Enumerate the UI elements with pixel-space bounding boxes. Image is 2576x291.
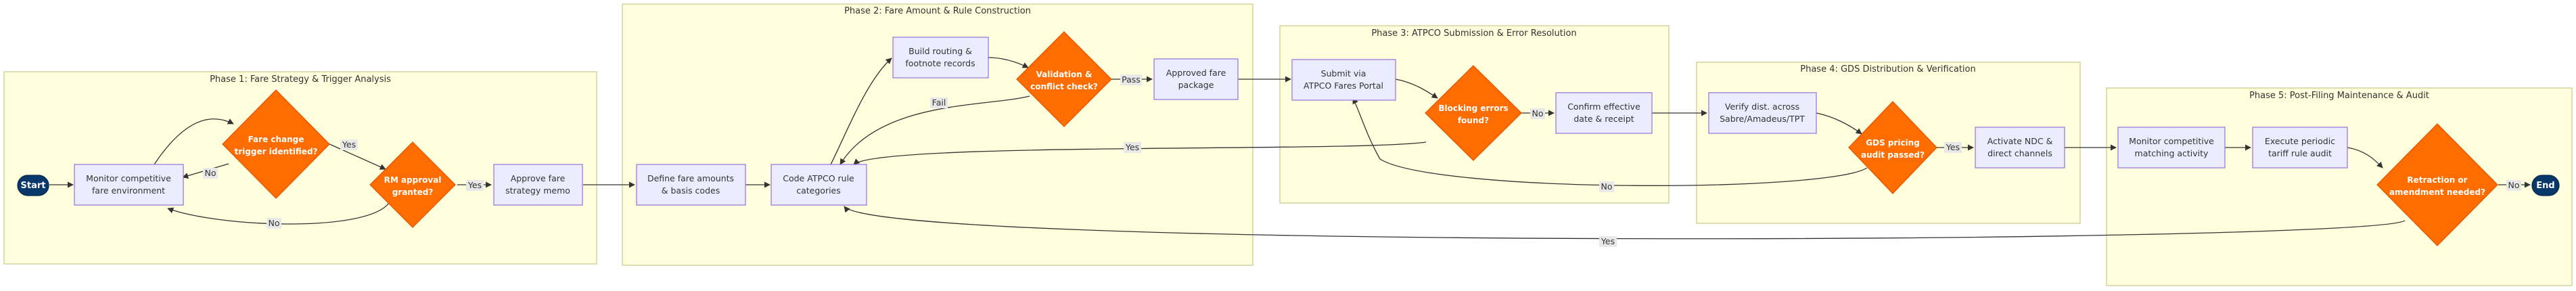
label-blocking-yes: Yes — [1125, 142, 1139, 152]
edge-retraction-yes — [844, 206, 2406, 240]
node-text-line: Approved fare — [1166, 68, 1226, 78]
node-text-line: Code ATPCO rule — [783, 173, 854, 183]
node-blocking-errors-decision[interactable]: Blocking errors found? — [1425, 65, 1522, 161]
node-text-line: Verify dist. across — [1725, 102, 1799, 112]
edge-monitor-to-farechange — [154, 118, 234, 165]
edge-blocking-yes — [853, 141, 1427, 165]
edge-labels: Yes No Yes No Pass Fail No Yes Yes No No… — [203, 74, 2521, 247]
node-text-line: Validation & — [1036, 70, 1092, 79]
node-text-line: granted? — [392, 187, 434, 197]
label-retraction-yes: Yes — [1601, 236, 1615, 246]
node-approved-fare-package[interactable]: Approved fare package — [1153, 58, 1239, 100]
node-code-atpco-rules[interactable]: Code ATPCO rule categories — [770, 164, 867, 206]
node-define-fare-amounts[interactable]: Define fare amounts & basis codes — [636, 164, 746, 206]
node-text-line: Submit via — [1321, 68, 1366, 79]
node-text-line: Fare change — [248, 135, 304, 144]
node-activate-ndc[interactable]: Activate NDC & direct channels — [1975, 127, 2065, 169]
node-text-line: & basis codes — [662, 185, 720, 196]
phase-2-title: Phase 2: Fare Amount & Rule Construction — [844, 6, 1031, 16]
edge-gds-no — [1352, 97, 1868, 186]
node-text-line: tariff rule audit — [2268, 148, 2332, 158]
label-validation-pass: Pass — [1122, 74, 1141, 85]
node-monitor-fare-environment[interactable]: Monitor competitive fare environment — [74, 164, 184, 206]
phase-4-title: Phase 4: GDS Distribution & Verification — [1800, 64, 1976, 74]
node-text-line: Approve fare — [511, 173, 566, 183]
node-validation-decision[interactable]: Validation & conflict check? — [1016, 31, 1112, 127]
edge-farechange-yes — [327, 143, 386, 170]
edge-audit-to-retraction — [2347, 147, 2383, 169]
node-text-line: Activate NDC & — [1987, 136, 2053, 146]
label-rm-no: No — [269, 218, 280, 228]
node-monitor-competitive-matching[interactable]: Monitor competitive matching activity — [2117, 127, 2226, 169]
node-retraction-decision[interactable]: Retraction or amendment needed? — [2376, 123, 2498, 246]
label-blocking-no: No — [1532, 108, 1544, 118]
node-text-line: Blocking errors — [1438, 104, 1508, 113]
node-build-routing-records[interactable]: Build routing & footnote records — [892, 37, 989, 79]
node-approve-strategy-memo[interactable]: Approve fare strategy memo — [493, 164, 583, 206]
node-text-line: footnote records — [905, 58, 975, 68]
node-text-line: found? — [1458, 116, 1489, 125]
node-text-line: categories — [796, 185, 841, 196]
phase-3-title: Phase 3: ATPCO Submission & Error Resolu… — [1371, 28, 1576, 39]
node-text-line: package — [1178, 80, 1214, 90]
node-text-line: audit passed? — [1861, 150, 1925, 160]
node-text-line: matching activity — [2135, 148, 2209, 158]
phase-1-title: Phase 1: Fare Strategy & Trigger Analysi… — [210, 74, 391, 85]
edge-routing-to-validation — [987, 57, 1029, 68]
node-text-line: Retraction or — [2407, 175, 2467, 185]
node-text-line: Define fare amounts — [647, 173, 734, 183]
node-verify-distribution[interactable]: Verify dist. across Sabre/Amadeus/TPT — [1708, 92, 1817, 134]
end-label: End — [2536, 181, 2554, 191]
node-text-line: RM approval — [384, 175, 442, 185]
label-gds-yes: Yes — [1946, 142, 1960, 152]
edge-validation-fail — [840, 95, 1030, 165]
label-rm-yes: Yes — [467, 180, 482, 190]
node-fare-change-decision[interactable]: Fare change trigger identified? — [222, 89, 330, 199]
label-gds-no: No — [1601, 181, 1613, 192]
node-confirm-effective-date[interactable]: Confirm effective date & receipt — [1555, 92, 1653, 134]
label-farechange-no: No — [205, 168, 216, 178]
node-text-line: fare environment — [92, 185, 165, 196]
node-text-line: Monitor competitive — [86, 173, 171, 183]
node-end[interactable]: End — [2531, 175, 2560, 196]
start-label: Start — [21, 181, 46, 191]
node-text-line: GDS pricing — [1866, 138, 1920, 148]
node-text-line: direct channels — [1987, 148, 2052, 158]
node-text-line: conflict check? — [1030, 82, 1098, 91]
label-farechange-yes: Yes — [342, 139, 356, 150]
node-text-line: amendment needed? — [2389, 187, 2485, 197]
node-rm-approval-decision[interactable]: RM approval granted? — [369, 141, 456, 228]
edge-verify-to-gds — [1816, 112, 1862, 135]
edge-code-to-routing — [830, 58, 892, 165]
node-text-line: date & receipt — [1573, 114, 1634, 124]
node-text-line: strategy memo — [505, 185, 570, 196]
edge-rm-no — [167, 202, 390, 225]
label-retraction-no: No — [2508, 180, 2520, 190]
node-text-line: Build routing & — [908, 46, 972, 56]
node-text-line: Sabre/Amadeus/TPT — [1720, 114, 1805, 124]
node-start[interactable]: Start — [17, 175, 49, 196]
phase-5-container: Phase 5: Post-Filing Maintenance & Audit — [2106, 87, 2573, 286]
edge-submit-to-blocking — [1395, 79, 1438, 99]
node-text-line: trigger identified? — [235, 147, 318, 156]
node-gds-audit-decision[interactable]: GDS pricing audit passed? — [1848, 101, 1937, 194]
node-submit-atpco-portal[interactable]: Submit via ATPCO Fares Portal — [1291, 59, 1396, 101]
label-validation-fail: Fail — [932, 97, 946, 108]
node-text-line: Monitor competitive — [2129, 136, 2214, 146]
node-text-line: ATPCO Fares Portal — [1304, 81, 1383, 91]
phase-5-title: Phase 5: Post-Filing Maintenance & Audit — [2249, 91, 2429, 101]
node-text-line: Execute periodic — [2265, 136, 2335, 146]
node-text-line: Confirm effective — [1567, 102, 1640, 112]
node-periodic-tariff-audit[interactable]: Execute periodic tariff rule audit — [2252, 127, 2348, 169]
